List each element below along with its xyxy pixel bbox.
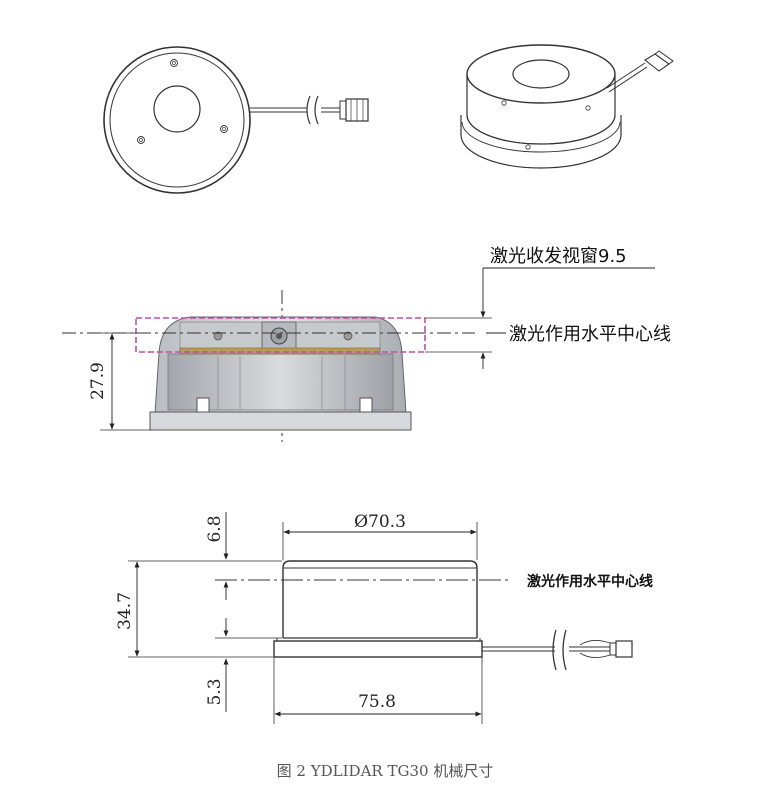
side-centerline-label: 激光作用水平中心线 — [509, 324, 671, 345]
top-diameter-dim: Ø70.3 — [354, 512, 406, 532]
base-height-dim: 5.3 — [205, 678, 225, 705]
figure-caption: 图 2 YDLIDAR TG30 机械尺寸 — [277, 762, 494, 780]
isometric-view — [460, 44, 674, 169]
base-width-dim: 75.8 — [358, 692, 396, 712]
front-centerline-label: 激光作用水平中心线 — [527, 573, 653, 590]
side-height-dim: 27.9 — [88, 362, 108, 400]
laser-window-label: 激光收发视窗9.5 — [490, 246, 627, 267]
body-height-dim: 34.7 — [115, 592, 135, 630]
top-view — [103, 46, 369, 194]
top-height-dim: 6.8 — [205, 515, 225, 542]
side-view: 27.9 激光收发视窗9.5 激光作用水平中心线 — [62, 246, 671, 442]
front-view — [128, 512, 633, 724]
laser-window-outline — [135, 317, 426, 353]
